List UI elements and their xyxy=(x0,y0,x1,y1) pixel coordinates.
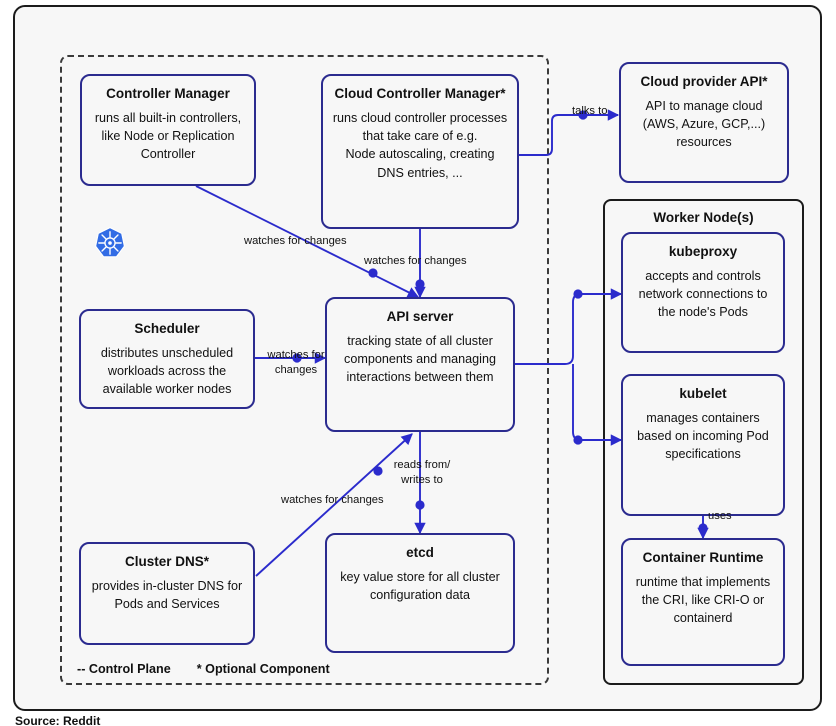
node-title: kubelet xyxy=(679,386,727,401)
node-description: tracking state of all cluster components… xyxy=(344,333,496,385)
edge-label-cloud-controller-manager-to-cloud-api: talks to xyxy=(572,105,608,117)
legend-optional-component: * Optional Component xyxy=(196,662,330,676)
node-scheduler[interactable]: Scheduler distributes unscheduled worklo… xyxy=(79,309,255,409)
node-cloud-provider-api[interactable]: Cloud provider API* API to manage cloud … xyxy=(619,62,789,183)
node-etcd[interactable]: etcd key value store for all cluster con… xyxy=(325,533,515,653)
node-description: manages containers based on incoming Pod… xyxy=(637,410,769,462)
node-container-runtime[interactable]: Container Runtime runtime that implement… xyxy=(621,538,785,666)
node-description: distributes unscheduled workloads across… xyxy=(100,345,234,397)
node-description: API to manage cloud (AWS, Azure, GCP,...… xyxy=(642,98,766,150)
node-title: Cloud Controller Manager* xyxy=(334,86,506,101)
node-description: key value store for all cluster configur… xyxy=(340,569,500,603)
node-cloud-controller-manager[interactable]: Cloud Controller Manager* runs cloud con… xyxy=(321,74,519,229)
node-title: Controller Manager xyxy=(106,86,230,101)
node-description: runs all built-in controllers, like Node… xyxy=(94,110,242,162)
node-controller-manager[interactable]: Controller Manager runs all built-in con… xyxy=(80,74,256,186)
edge-label-kubelet-to-container-runtime: uses xyxy=(708,510,732,522)
node-kubeproxy[interactable]: kubeproxy accepts and controls network c… xyxy=(621,232,785,353)
node-title: Cluster DNS* xyxy=(124,554,210,569)
node-api-server[interactable]: API server tracking state of all cluster… xyxy=(325,297,515,432)
node-title: Scheduler xyxy=(134,321,200,336)
node-title: etcd xyxy=(406,545,434,560)
source-caption: Source: Reddit xyxy=(15,714,101,726)
node-description: accepts and controls network connections… xyxy=(638,268,768,320)
worker-node-region-title: Worker Node(s) xyxy=(653,210,754,225)
node-cluster-dns[interactable]: Cluster DNS* provides in-cluster DNS for… xyxy=(79,542,255,645)
edge-label-cluster-dns-to-api-server: watches for changes xyxy=(281,494,384,506)
node-title: Container Runtime xyxy=(642,550,764,565)
node-title: API server xyxy=(386,309,454,324)
edge-label-cloud-controller-manager-to-api-server: watches for changes xyxy=(364,255,467,267)
control-plane-region xyxy=(60,55,549,685)
node-kubelet[interactable]: kubelet manages containers based on inco… xyxy=(621,374,785,516)
node-title: Cloud provider API* xyxy=(640,74,768,89)
node-description: provides in-cluster DNS for Pods and Ser… xyxy=(91,578,243,612)
node-description: runtime that implements the CRI, like CR… xyxy=(635,574,771,626)
legend-control-plane: -- Control Plane xyxy=(77,662,171,676)
legend: -- Control Plane * Optional Component xyxy=(77,662,330,676)
edge-label-controller-manager-to-api-server: watches for changes xyxy=(244,235,347,247)
node-title: kubeproxy xyxy=(668,244,738,259)
edge-label-scheduler-to-api-server: watches for changes xyxy=(267,349,325,376)
node-description: runs cloud controller processes that tak… xyxy=(332,110,508,180)
edge-label-api-server-to-etcd: reads from/ writes to xyxy=(393,459,451,486)
kubernetes-logo xyxy=(93,226,127,260)
worker-node-region xyxy=(603,199,804,685)
